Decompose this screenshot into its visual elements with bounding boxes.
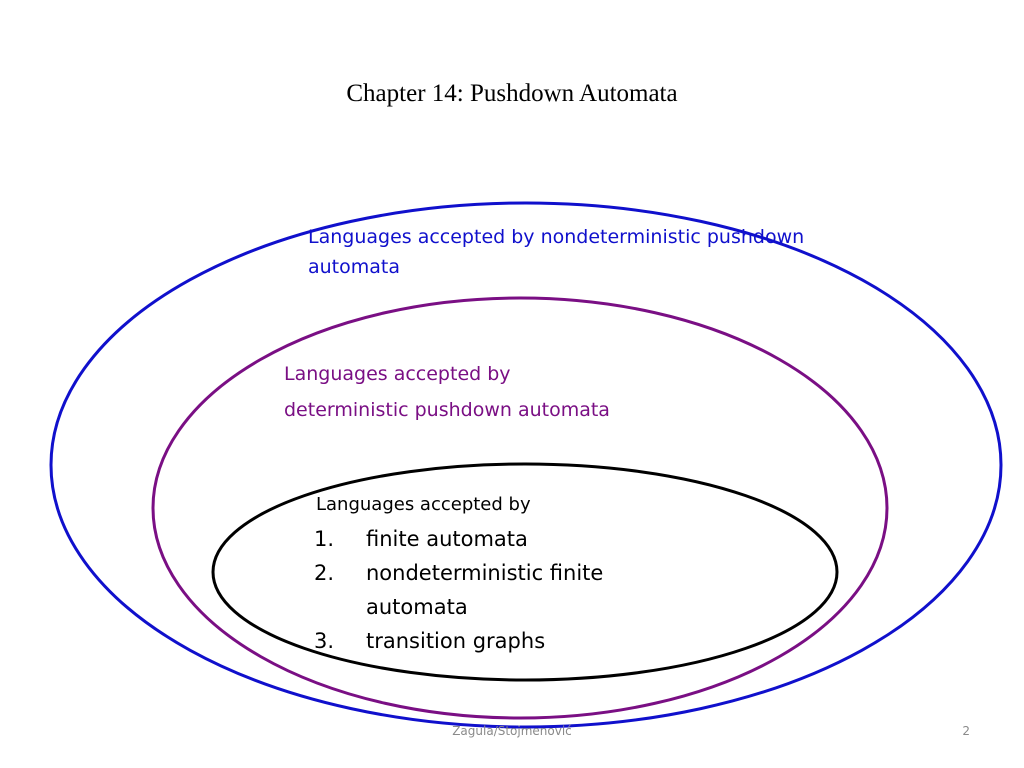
inner-set-list: 1. finite automata 2. nondeterministic f…: [314, 522, 674, 658]
list-item-line-2: automata: [366, 595, 468, 619]
list-item: 2. nondeterministic finite automata: [314, 556, 674, 624]
list-item-text: finite automata: [366, 522, 528, 556]
list-item: 1. finite automata: [314, 522, 674, 556]
outer-label-line-2: automata: [308, 256, 401, 278]
list-item-number: 2.: [314, 561, 335, 585]
list-item-line-1: transition graphs: [366, 629, 546, 653]
list-item: 3. transition graphs: [314, 624, 674, 658]
outer-set-label: Languages accepted by nondeterministic p…: [308, 222, 868, 282]
page-number: 2: [962, 724, 970, 738]
list-item-text: nondeterministic finite automata: [366, 556, 603, 624]
middle-ellipse-dpda: [151, 296, 889, 720]
middle-label-line-2: deterministic pushdown automata: [284, 399, 610, 421]
outer-ellipse-npda: [49, 201, 1003, 729]
slide-title: Chapter 14: Pushdown Automata: [346, 80, 678, 107]
outer-label-line-1: Languages accepted by nondeterministic p…: [308, 226, 805, 248]
list-item-text: transition graphs: [366, 624, 545, 658]
list-item-line-1: finite automata: [366, 527, 528, 551]
middle-label-line-1: Languages accepted by: [284, 363, 511, 385]
inner-set-heading: Languages accepted by: [316, 494, 531, 515]
middle-set-label: Languages accepted by deterministic push…: [284, 356, 704, 428]
list-item-number: 1.: [314, 527, 335, 551]
inner-ellipse-fa: [211, 462, 839, 682]
list-item-number: 3.: [314, 629, 335, 653]
list-item-line-1: nondeterministic finite: [366, 561, 604, 585]
footer-author: Zagula/Stojmenović: [452, 724, 572, 738]
